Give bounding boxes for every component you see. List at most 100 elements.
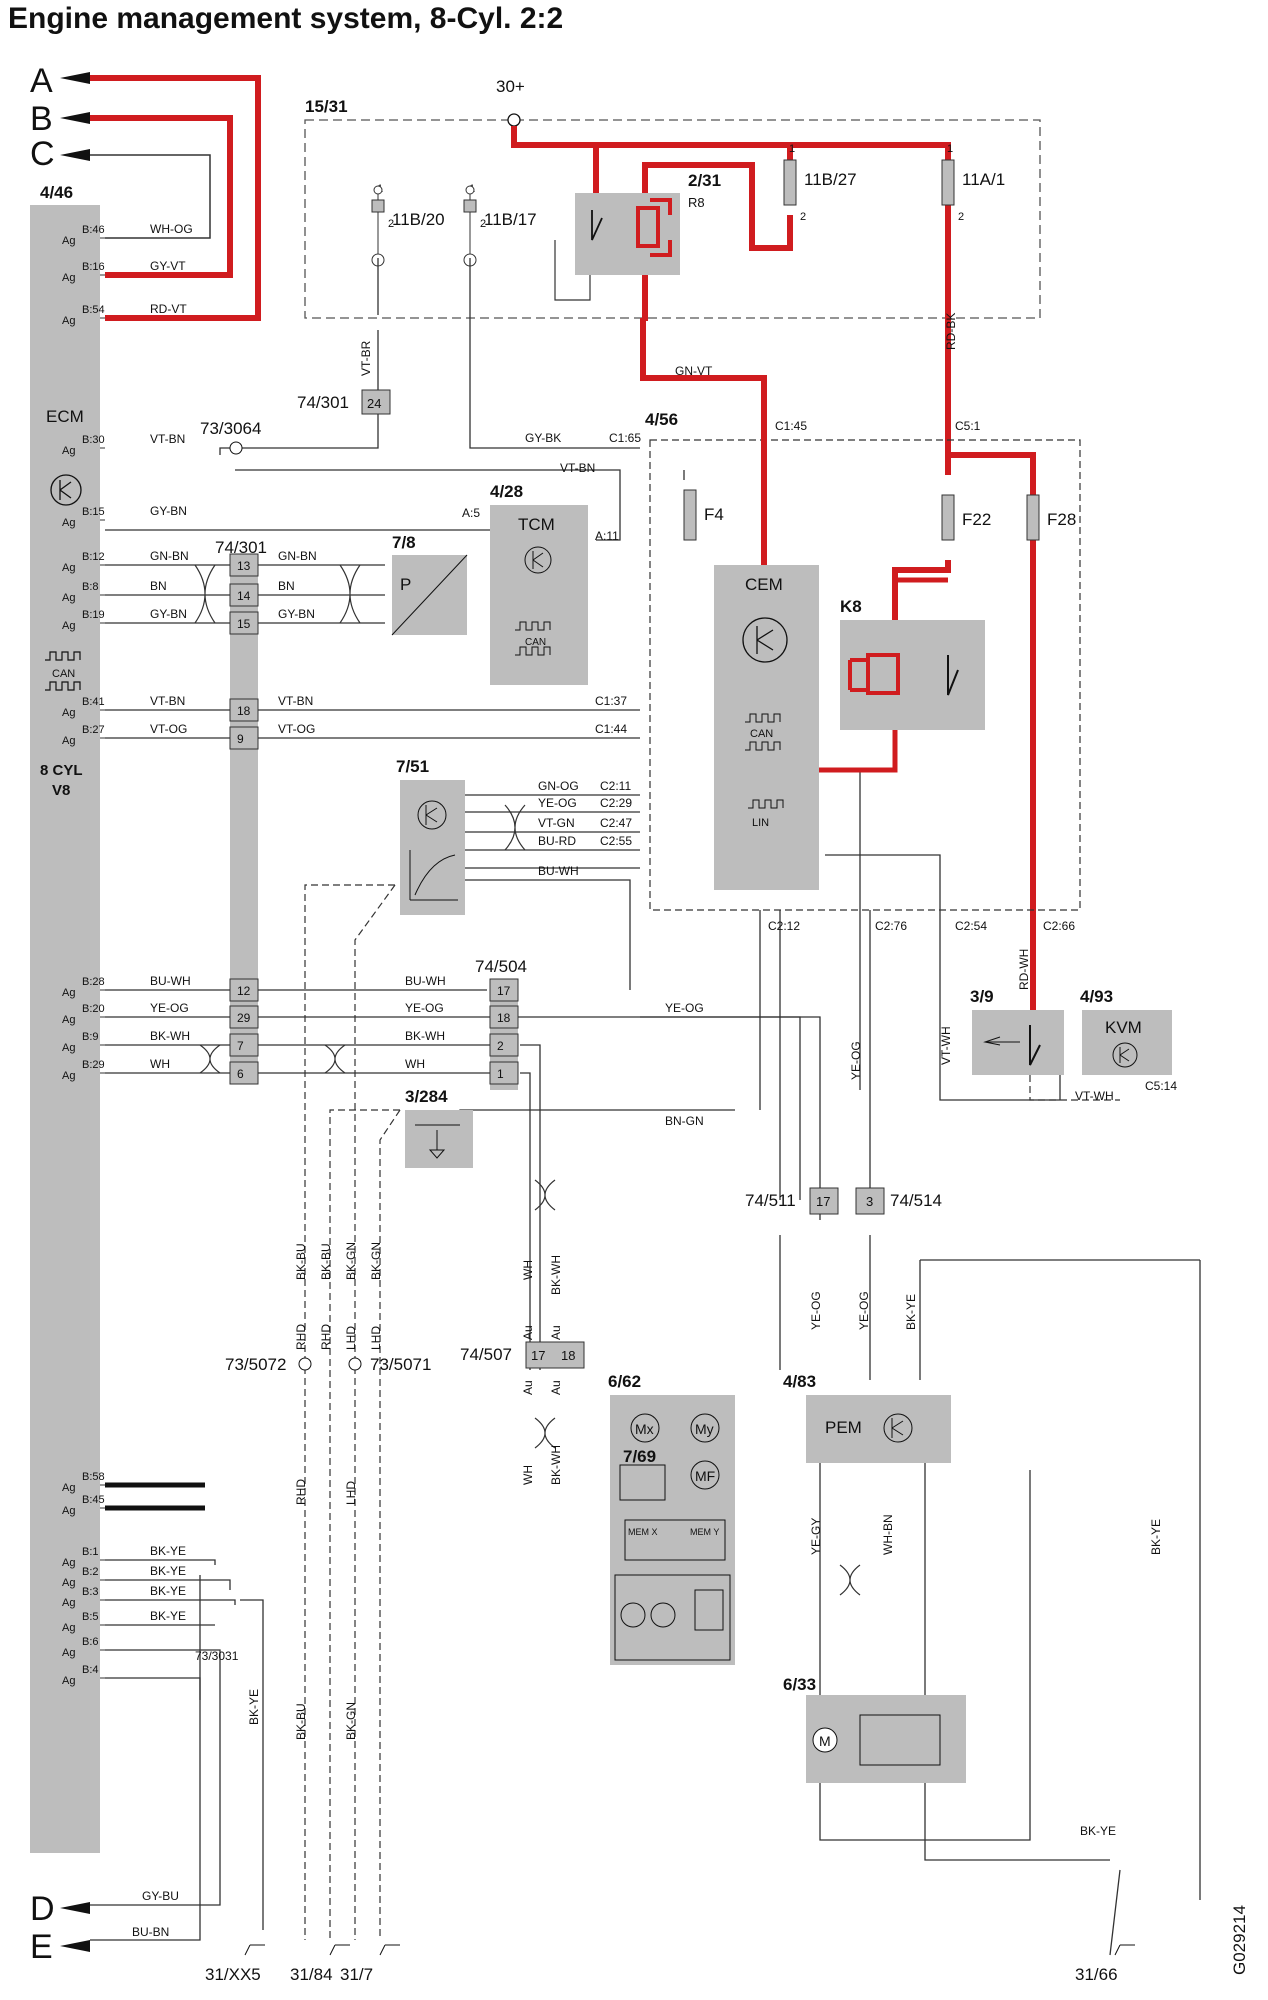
wire-label: YE-OG (538, 796, 577, 810)
fuse-label: F22 (962, 510, 991, 529)
connector-c: C (30, 135, 55, 173)
connector-e: E (30, 1928, 53, 1966)
connector-74-514-label: 74/514 (890, 1191, 942, 1210)
ecm-pin-label: B:30 (82, 434, 105, 446)
cem-can-icon (745, 713, 781, 751)
pressure-sensor-diagonal (391, 554, 468, 636)
connector-pin-number: 18 (497, 1011, 511, 1025)
ecm-wire-color: GN-BN (150, 549, 189, 563)
ecm-pin-label: B:54 (82, 304, 105, 316)
document-code: G029214 (1230, 1905, 1249, 1975)
ecm-ag-label: Ag (62, 1482, 75, 1494)
supply-label: 30+ (496, 77, 525, 96)
cem-module (714, 565, 819, 890)
wire-c (90, 154, 211, 239)
tcm-transistor-icon (524, 546, 552, 574)
wire-vt-br: VT-BR (359, 340, 373, 376)
ground-icon (244, 1944, 265, 1956)
wire-label: BK-GN (369, 1242, 383, 1280)
ecm-engine-2: V8 (52, 782, 70, 799)
wire-label: C5:14 (1145, 1079, 1177, 1093)
twisted-pair-icon (504, 804, 526, 851)
cem-lin-icon (748, 799, 784, 809)
fuse-pin: 2 (480, 218, 486, 230)
wire-label: GY-BU (142, 1889, 179, 1903)
fuse-label: 11B/27 (804, 170, 857, 189)
connector-74-507-pin-18: 18 (561, 1348, 575, 1363)
wire-label: BU-WH (405, 974, 446, 988)
kvm-id: 4/93 (1080, 987, 1113, 1006)
ecm-ag-label: Ag (62, 1505, 75, 1517)
wire-label: C1:37 (595, 694, 627, 708)
connector-74-301-label: 74/301 (215, 538, 267, 557)
connector-pin (229, 583, 259, 607)
connector-74-301-pin24 (361, 389, 391, 415)
connector-74-507 (525, 1341, 585, 1369)
wire-label: YE-OG (665, 1001, 704, 1015)
connector-pin (229, 611, 259, 635)
connector-pin-number: 1 (497, 1067, 504, 1081)
switch-3-9-contact-icon (1029, 1025, 1041, 1066)
connector-74-507-pin-17: 17 (531, 1348, 545, 1363)
relay-coil-icon (636, 198, 672, 257)
motor-mx: Mx (635, 1421, 654, 1437)
wire-label: LHD (369, 1326, 383, 1350)
fuse-pin: 1 (947, 143, 953, 155)
fuse-label: F4 (704, 505, 724, 524)
ecm-wire-color: BK-YE (150, 1564, 186, 1578)
tcm-id: 4/28 (490, 482, 523, 501)
wire-label: C1:44 (595, 722, 627, 736)
sensor-7-69: 7/69 (623, 1447, 656, 1466)
wire-label: RD-BK (944, 313, 958, 350)
ecm-wire-color: VT-OG (150, 722, 187, 736)
wire-label: LHD (344, 1326, 358, 1350)
wire-label: C2:76 (875, 919, 907, 933)
wire-label: VT-GN (538, 816, 575, 830)
fuse-pin: 1 (789, 143, 795, 155)
ecm-ag-label: Ag (62, 235, 75, 247)
fuse-pin: 2 (800, 211, 806, 223)
connector-pin (489, 1061, 519, 1085)
connector-pin (489, 1005, 519, 1029)
ecm-wire-color: GY-VT (150, 259, 186, 273)
ecm-pin-label: B:28 (82, 976, 105, 988)
pressure-sensor-name: P (400, 575, 411, 594)
wire-label: Au (549, 1380, 563, 1395)
switch-3-284-icon (415, 1124, 460, 1159)
wire-label: Au (521, 1325, 535, 1340)
fusebox-outline (304, 119, 1041, 319)
module-7-51-id: 7/51 (396, 757, 429, 776)
motor-icons (614, 1413, 731, 1661)
splice-73-3064: 73/3064 (200, 419, 261, 438)
fusebox-id: 15/31 (305, 97, 348, 116)
pem-id: 4/83 (783, 1372, 816, 1391)
wire-label: A:11 (595, 529, 619, 543)
connector-pin-number: 17 (497, 984, 511, 998)
fuse-label: 11B/17 (484, 210, 537, 229)
wire-label: C2:47 (600, 816, 632, 830)
ecm-ag-label: Ag (62, 620, 75, 632)
connector-pin-number: 6 (237, 1067, 244, 1081)
arrow-c-icon (60, 149, 90, 161)
cem-can-label: CAN (750, 728, 773, 740)
ecm-wire-color: VT-BN (150, 432, 185, 446)
wire-label: C2:29 (600, 796, 632, 810)
fuse-label: 11B/20 (392, 210, 445, 229)
connector-pin (489, 978, 519, 1002)
arrow-d-icon (60, 1902, 90, 1914)
fuse-label: F28 (1047, 510, 1076, 529)
ecm-ag-label: Ag (62, 1597, 75, 1609)
wire-label: 73/3031 (195, 1649, 239, 1663)
wire-label: BU-RD (538, 834, 576, 848)
wire-label: C2:54 (955, 919, 987, 933)
fuse-icon (941, 159, 955, 206)
switch-3-284-id: 3/284 (405, 1087, 448, 1106)
wire-label: BK-WH (549, 1445, 563, 1485)
arrow-a-icon (60, 72, 90, 84)
ecm-wire-color: BN (150, 579, 167, 593)
module-6-33-id: 6/33 (783, 1675, 816, 1694)
